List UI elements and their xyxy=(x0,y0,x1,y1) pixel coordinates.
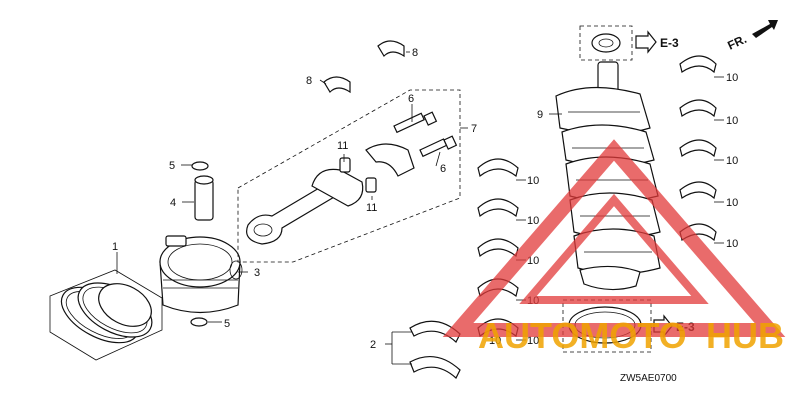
callout-10: 10 xyxy=(726,238,738,250)
bearing-shells-right xyxy=(679,55,717,242)
leader-lines xyxy=(116,51,724,365)
watermark-text-left: AUTOMOTO xyxy=(478,315,687,356)
callout-2: 2 xyxy=(370,339,376,351)
piston-pin-clip-upper xyxy=(191,161,209,171)
thrust-washer-top xyxy=(377,40,405,58)
piston-pin xyxy=(194,175,214,221)
connecting-rod-assembly xyxy=(237,89,461,263)
watermark-text-right: HUB xyxy=(706,315,784,356)
direction-label: FR. xyxy=(725,32,748,53)
callout-5-upper: 5 xyxy=(169,160,175,172)
crank-thrust-washers xyxy=(409,320,461,379)
callout-6-upper: 6 xyxy=(408,93,414,105)
callout-10: 10 xyxy=(527,255,539,267)
callout-10: 10 xyxy=(527,335,539,347)
upper-oil-seal xyxy=(579,25,657,61)
thrust-washer-lower xyxy=(323,76,351,94)
callout-10: 10 xyxy=(726,115,738,127)
callout-10: 10 xyxy=(726,72,738,84)
piston xyxy=(159,235,243,314)
callout-11-upper: 11 xyxy=(337,140,348,152)
callout-10: 10 xyxy=(726,197,738,209)
callout-11-lower: 11 xyxy=(366,202,377,214)
piston-pin-clip-lower xyxy=(190,317,208,327)
callout-10: 10 xyxy=(527,175,539,187)
piston-ring-set xyxy=(49,269,163,361)
callout-10: 10 xyxy=(726,155,738,167)
callout-10: 10 xyxy=(527,215,539,227)
callout-6-lower: 6 xyxy=(440,163,446,175)
callout-10: 10 xyxy=(489,335,501,347)
callout-8-upper: 8 xyxy=(412,47,418,59)
callout-9: 9 xyxy=(537,109,543,121)
watermark-triangle-logo xyxy=(442,139,786,337)
callout-4: 4 xyxy=(170,197,176,209)
callout-1: 1 xyxy=(112,241,118,253)
callout-7: 7 xyxy=(471,123,477,135)
ref-e3-upper: E-3 xyxy=(660,36,679,50)
callout-5-lower: 5 xyxy=(224,318,230,330)
callout-3: 3 xyxy=(254,267,260,279)
drawing-code: ZW5AE0700 xyxy=(620,373,677,384)
front-direction-arrow-icon xyxy=(752,20,778,38)
callout-8-lower: 8 xyxy=(306,75,312,87)
